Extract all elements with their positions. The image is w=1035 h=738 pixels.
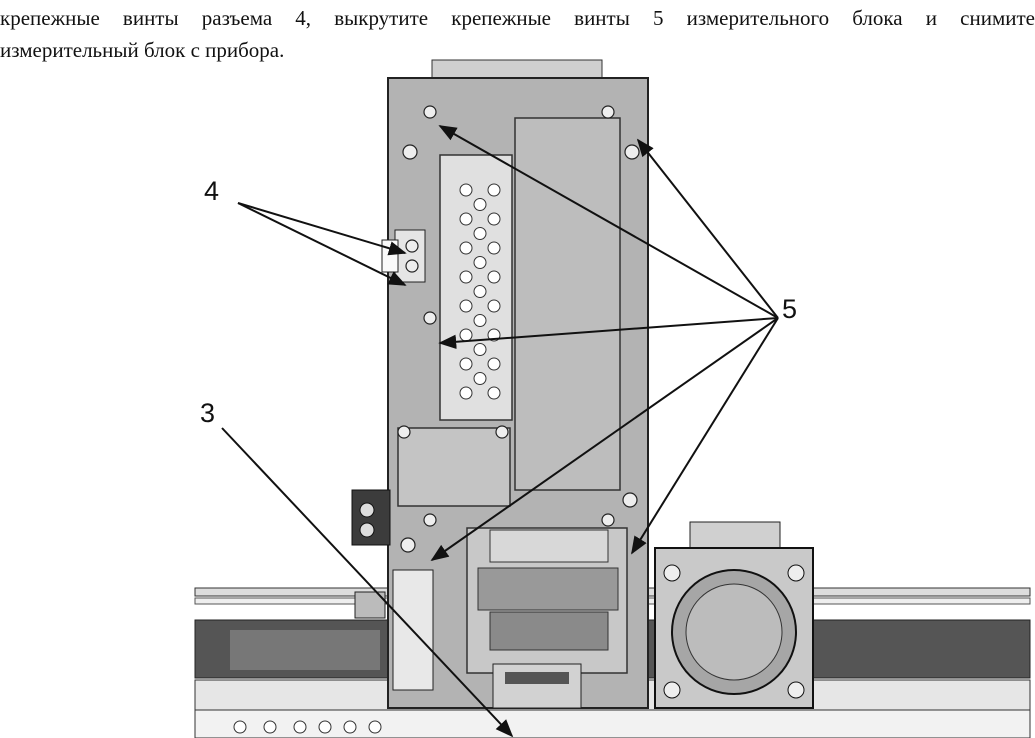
lower-box — [397, 427, 511, 507]
callout-5: 5 — [782, 294, 797, 324]
leader-lines — [221, 125, 779, 738]
terminal-block — [351, 489, 391, 546]
paragraph-line-1: крепежные винты разъема 4, выкрутите кре… — [0, 6, 1035, 30]
side-panel — [514, 117, 621, 491]
paragraph-line-2: измерительный блок с прибора. — [0, 38, 285, 62]
bottom-connector — [492, 663, 582, 709]
callout-4: 4 — [204, 176, 219, 206]
instruction-paragraph: крепежные винты разъема 4, выкрутите кре… — [0, 2, 1035, 66]
transformer — [466, 527, 628, 674]
motor — [654, 521, 814, 709]
vent-holes — [459, 183, 501, 400]
callout-3: 3 — [200, 398, 215, 428]
screws — [397, 105, 640, 553]
